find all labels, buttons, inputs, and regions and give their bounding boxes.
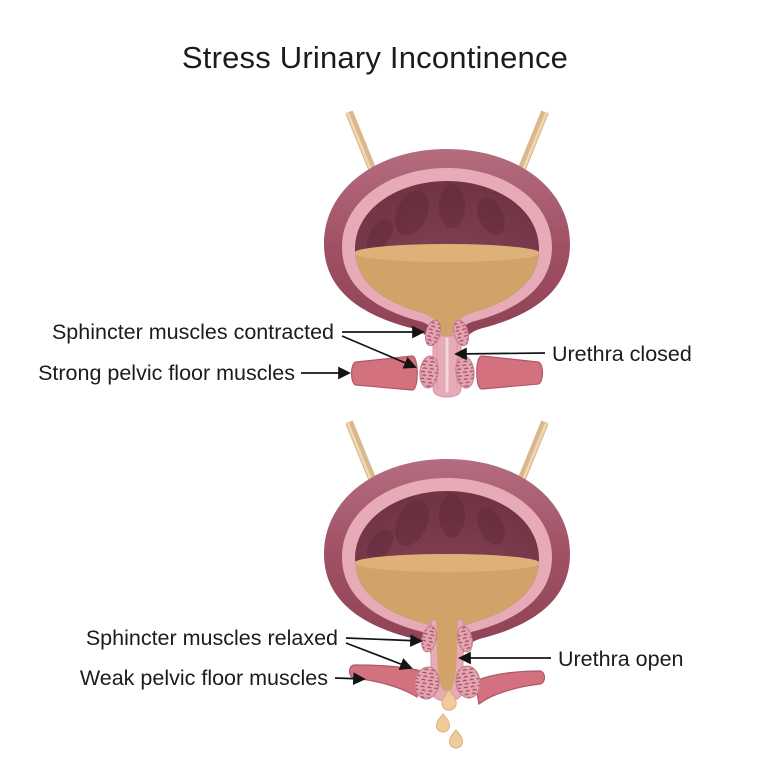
label-sphincter-contracted: Sphincter muscles contracted <box>52 320 334 344</box>
arrow-sphincter-relaxed-upper <box>345 634 423 647</box>
page-title: Stress Urinary Incontinence <box>182 40 568 75</box>
arrow-pelvic-floor-weak <box>334 672 366 685</box>
urine-drop <box>441 689 457 711</box>
sphincter-contracted-lower <box>419 355 475 389</box>
sphincter-relaxed-upper <box>421 625 473 653</box>
label-urethra-open: Urethra open <box>558 647 684 671</box>
arrow-urethra-closed <box>454 347 546 361</box>
sphincter-relaxed-lower <box>414 665 481 700</box>
label-pelvic-floor-weak: Weak pelvic floor muscles <box>80 666 328 690</box>
label-sphincter-relaxed: Sphincter muscles relaxed <box>86 626 338 650</box>
pelvic-floor-strong <box>350 355 544 391</box>
pelvic-floor-weak <box>348 664 546 706</box>
diagram-bottom: Sphincter muscles relaxed Weak pelvic fl… <box>80 422 684 749</box>
urine-drop <box>448 729 464 749</box>
arrow-sphincter-contracted-lower <box>341 335 417 369</box>
bladder-top <box>324 112 570 347</box>
sphincter-contracted-upper <box>424 319 470 347</box>
urine-stream <box>436 614 458 692</box>
label-pelvic-floor-strong: Strong pelvic floor muscles <box>38 361 295 385</box>
urine-droplets <box>435 689 464 749</box>
arrow-sphincter-relaxed-lower <box>345 642 413 671</box>
diagram-top: Sphincter muscles contracted Strong pelv… <box>38 112 692 398</box>
label-urethra-closed: Urethra closed <box>552 342 692 366</box>
urine-drop <box>435 713 451 733</box>
